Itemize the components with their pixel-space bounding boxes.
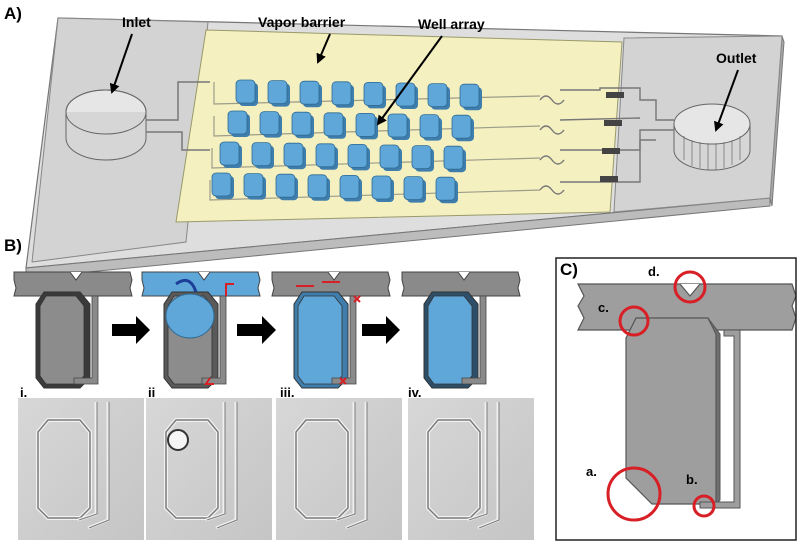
well: [323, 112, 346, 139]
circle-a: [606, 466, 662, 522]
well-detail-schematic: [555, 257, 797, 541]
well: [339, 174, 362, 202]
well: [227, 110, 250, 137]
well: [459, 83, 482, 111]
well: [355, 113, 378, 140]
micrograph: [18, 398, 144, 540]
well: [443, 145, 466, 173]
micrograph-images: [18, 398, 534, 540]
well: [267, 80, 290, 107]
well: [211, 172, 234, 199]
filling-sequence-schematics: [13, 271, 521, 389]
well: [387, 113, 410, 140]
outlet-reservoir: [673, 103, 751, 171]
sequence-arrows: [112, 316, 400, 344]
micrograph: [276, 398, 402, 540]
well: [283, 142, 306, 170]
vapor-barrier-label: Vapor barrier: [258, 14, 346, 30]
well: [315, 143, 338, 170]
panel-c-label: C): [560, 260, 578, 279]
well: [379, 144, 402, 171]
feature-d-label: d.: [648, 264, 660, 279]
well: [419, 114, 442, 141]
well-array-label: Well array: [418, 16, 485, 32]
well-array: [211, 79, 482, 204]
well: [219, 141, 242, 168]
well: [291, 111, 314, 139]
schematic-step: [271, 271, 391, 389]
micrograph: [146, 398, 272, 540]
well: [259, 111, 282, 138]
well: [235, 79, 258, 106]
circle-b: [692, 494, 716, 518]
step-iii-label: iii.: [280, 385, 295, 400]
well: [403, 176, 426, 203]
panel-b-label: B): [4, 236, 22, 255]
well: [451, 114, 474, 142]
well: [251, 142, 274, 169]
step-ii-label: ii: [148, 385, 156, 400]
schematic-step: [13, 271, 133, 389]
circle-c: [618, 305, 650, 337]
inlet-reservoir: [65, 89, 147, 161]
chip-3d-model: [25, 17, 785, 279]
well: [435, 176, 458, 204]
well: [307, 174, 330, 201]
step-i-label: i.: [20, 385, 28, 400]
well: [395, 82, 418, 109]
well: [299, 80, 322, 108]
inlet-label: Inlet: [122, 14, 151, 30]
well: [411, 145, 434, 172]
schematic-step: [141, 271, 261, 389]
micrograph: [408, 398, 534, 540]
panel-a-label: A): [4, 4, 22, 23]
step-iv-label: iv.: [408, 385, 422, 400]
schematic-step: [401, 271, 521, 389]
well: [331, 81, 354, 108]
well: [243, 173, 266, 200]
feature-c-label: c.: [598, 300, 609, 315]
well: [427, 83, 450, 110]
circle-d: [673, 270, 707, 304]
well: [371, 175, 394, 202]
feature-a-label: a.: [586, 464, 597, 479]
well: [347, 143, 370, 171]
well: [363, 82, 386, 109]
well: [275, 173, 298, 201]
feature-b-label: b.: [686, 472, 698, 487]
outlet-label: Outlet: [716, 50, 757, 66]
